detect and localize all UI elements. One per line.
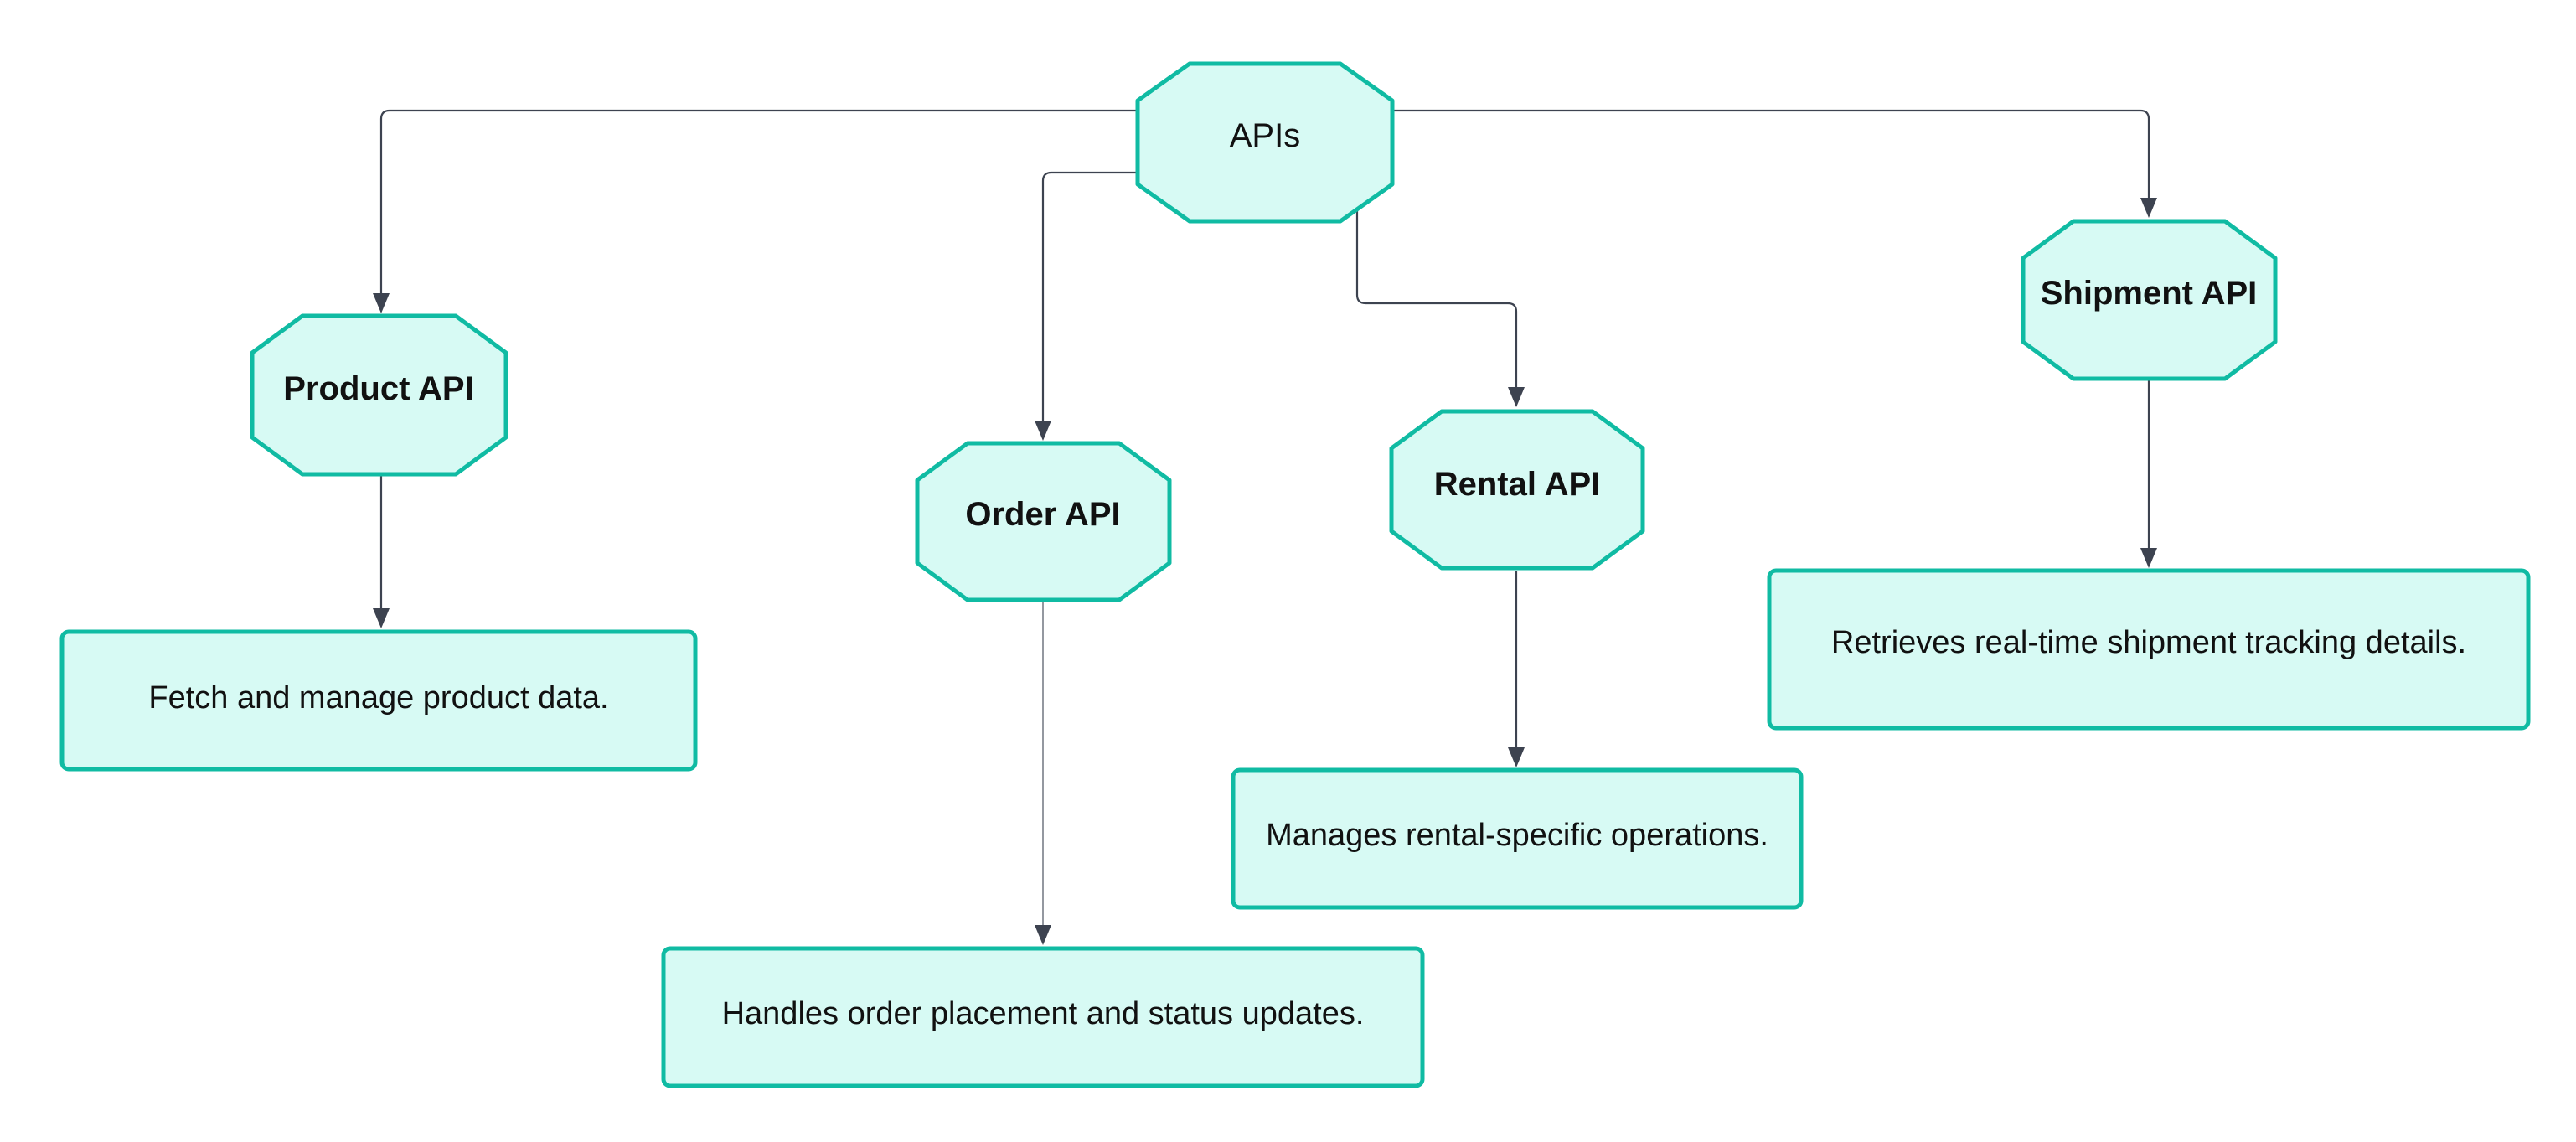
arrowhead-rental-desc xyxy=(1508,747,1525,767)
shipment-desc-label: Retrieves real-time shipment tracking de… xyxy=(1831,625,2466,660)
root-octagon xyxy=(1135,61,1395,224)
rental-desc-node: Manages rental-specific operations. xyxy=(1231,767,1804,910)
order-desc-label: Handles order placement and status updat… xyxy=(722,996,1365,1031)
arrowhead-product-desc xyxy=(373,608,390,628)
rental-desc-box xyxy=(1231,767,1804,910)
product-desc-box xyxy=(59,629,698,772)
connector-root-order xyxy=(1041,171,1136,421)
product-api-label: Product API xyxy=(283,370,473,407)
order-api-octagon xyxy=(915,441,1172,602)
arrowhead-shipment-desc xyxy=(2140,548,2157,568)
shipment-desc-box xyxy=(1767,568,2531,731)
product-api-octagon xyxy=(250,313,508,477)
arrowhead-product xyxy=(373,293,390,313)
connectors xyxy=(373,109,2157,945)
arrowhead-order-desc xyxy=(1035,925,1051,945)
product-desc-node: Fetch and manage product data. xyxy=(59,629,698,772)
order-desc-box xyxy=(661,946,1425,1088)
connector-root-product xyxy=(379,109,1136,293)
arrowhead-order xyxy=(1035,421,1051,441)
root-node: APIs xyxy=(1135,61,1395,224)
rental-api-label: Rental API xyxy=(1434,466,1601,503)
arrowhead-rental xyxy=(1508,387,1525,407)
shipment-api-label: Shipment API xyxy=(2041,275,2258,312)
shipment-desc-node: Retrieves real-time shipment tracking de… xyxy=(1767,568,2531,731)
product-api-node: Product API xyxy=(250,313,508,477)
rental-desc-label: Manages rental-specific operations. xyxy=(1266,818,1768,853)
connector-root-rental xyxy=(1355,194,1518,387)
shipment-api-octagon xyxy=(2021,219,2278,381)
rental-api-node: Rental API xyxy=(1389,409,1645,571)
rental-api-octagon xyxy=(1389,409,1645,571)
product-desc-label: Fetch and manage product data. xyxy=(148,680,608,716)
order-api-label: Order API xyxy=(965,496,1120,533)
order-desc-node: Handles order placement and status updat… xyxy=(661,946,1425,1088)
root-label: APIs xyxy=(1230,117,1300,154)
order-api-node: Order API xyxy=(915,441,1172,602)
shipment-api-node: Shipment API xyxy=(2021,219,2278,381)
connector-root-shipment xyxy=(1394,109,2150,198)
arrowhead-shipment xyxy=(2140,198,2157,218)
